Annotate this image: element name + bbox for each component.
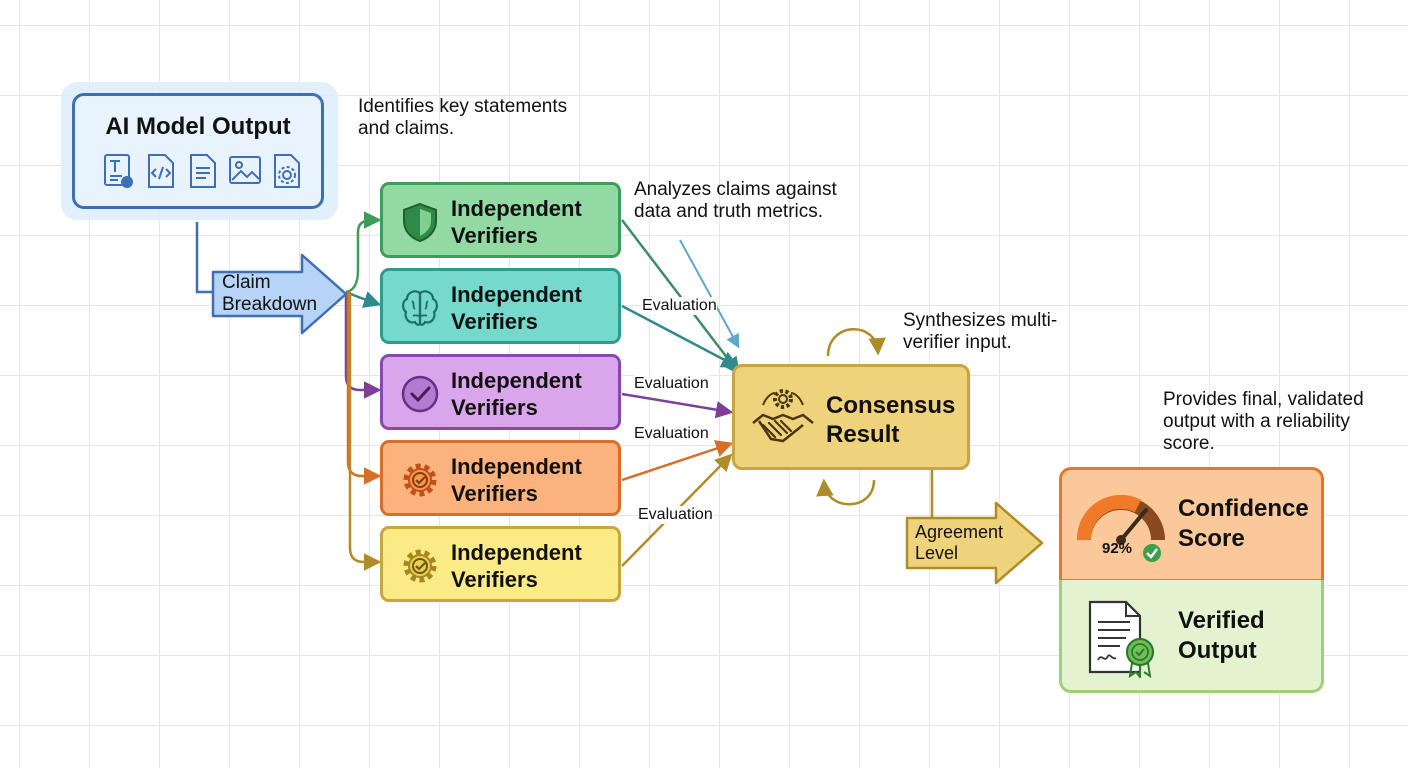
confidence-score-box: 92% Confidence Score — [1059, 467, 1324, 582]
text-file-icon — [186, 152, 220, 190]
verifier-box-1: Independent Verifiers — [380, 182, 621, 258]
verified-output-label: Verified Output — [1178, 607, 1265, 664]
agreement-level-label: Agreement Level — [915, 522, 1004, 563]
evaluation-label: Evaluation — [642, 297, 717, 315]
connector-to-verifier-5 — [348, 292, 382, 571]
evaluation-label: Evaluation — [634, 375, 709, 393]
settings-file-icon — [270, 152, 304, 190]
claim-breakdown-arrow — [211, 253, 348, 335]
gauge-icon — [1077, 494, 1165, 562]
gear-check-icon — [403, 549, 437, 583]
evaluation-label: Evaluation — [638, 506, 713, 524]
consensus-label: Consensus Result — [826, 392, 956, 448]
note-synthesize: Synthesizes multi- verifier input. — [903, 310, 1058, 353]
verifier-label: Independent Verifiers — [451, 196, 582, 248]
evaluation-label: Evaluation — [634, 425, 709, 443]
loop-arrow-bottom — [816, 478, 876, 506]
code-file-icon — [144, 152, 178, 190]
verifier-box-4: Independent Verifiers — [380, 440, 621, 516]
verified-output-box: Verified Output — [1059, 580, 1324, 693]
verifier-box-2: Independent Verifiers — [380, 268, 621, 344]
connector-to-verifier-1 — [345, 211, 382, 294]
check-circle-icon — [401, 375, 439, 413]
image-file-icon — [228, 152, 262, 190]
verifier-label: Independent Verifiers — [451, 282, 582, 334]
note-identify: Identifies key statements and claims. — [358, 96, 568, 139]
gear-check-icon — [403, 463, 437, 497]
verifier-label: Independent Verifiers — [451, 368, 582, 420]
eval-line-3 — [621, 392, 734, 419]
agreement-level-arrow — [905, 501, 1044, 585]
confidence-value: 92% — [1102, 540, 1133, 557]
text-document-icon — [102, 152, 136, 190]
eval-line-1 — [621, 219, 741, 375]
certificate-document-icon — [1088, 600, 1155, 678]
verifier-box-5: Independent Verifiers — [380, 526, 621, 602]
consensus-box: Consensus Result — [732, 364, 970, 470]
shield-icon — [403, 202, 437, 243]
brain-icon — [402, 290, 438, 326]
verifier-label: Independent Verifiers — [451, 540, 582, 592]
eval-line-4 — [621, 440, 734, 482]
connector-to-verifier-4 — [346, 292, 382, 485]
eval-line-2 — [621, 304, 740, 368]
claim-breakdown-label: Claim Breakdown — [222, 272, 318, 315]
handshake-gears-icon — [752, 389, 814, 443]
connector-source — [195, 222, 214, 294]
source-box — [72, 93, 324, 209]
note-provide: Provides final, validated output with a … — [1163, 389, 1364, 454]
eval-line-1b — [679, 239, 740, 349]
source-box-title: AI Model Output — [105, 113, 291, 140]
source-icons — [102, 152, 302, 192]
verifier-box-3: Independent Verifiers — [380, 354, 621, 430]
confidence-score-label: Confidence Score — [1178, 495, 1309, 552]
verifier-label: Independent Verifiers — [451, 454, 582, 506]
loop-arrow-top — [826, 328, 886, 357]
note-analyze: Analyzes claims against data and truth m… — [634, 179, 837, 222]
